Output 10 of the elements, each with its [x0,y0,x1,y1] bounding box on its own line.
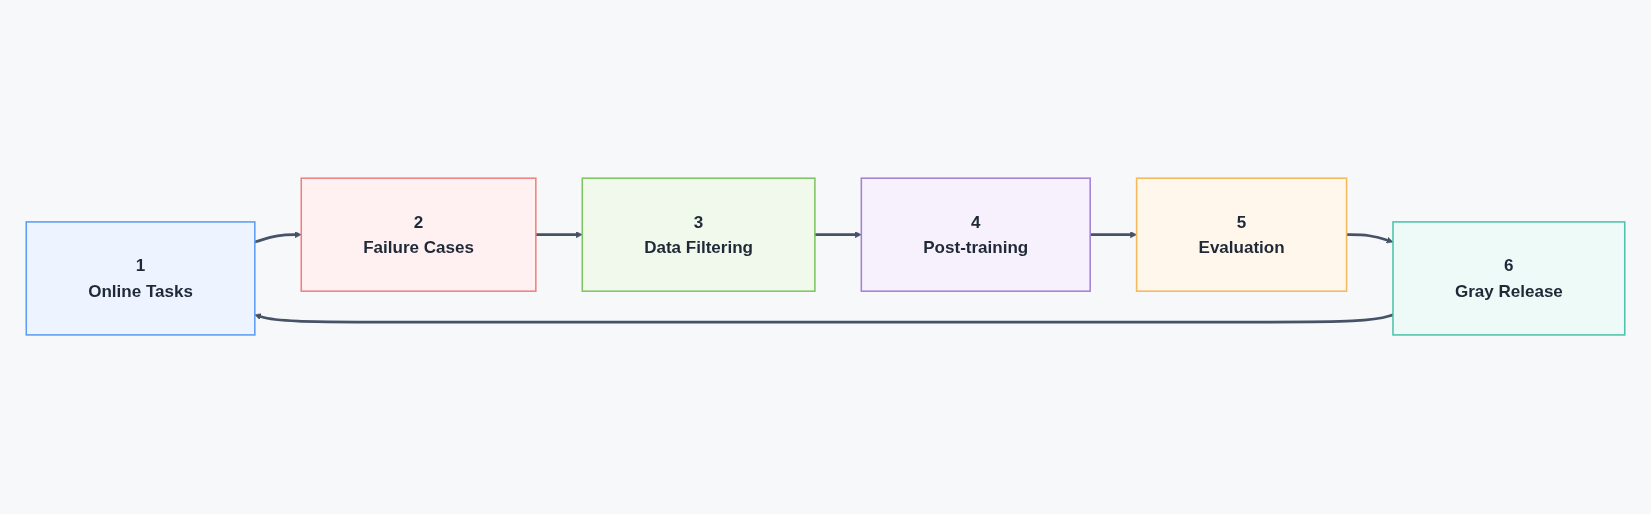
node-box: 2 Failure Cases [300,177,537,293]
node-box: 6 Gray Release [1392,221,1626,337]
arrow [1090,231,1137,239]
node-box: 3 Data Filtering [581,177,816,293]
arrow [535,231,583,239]
arrow [814,231,862,239]
node-box: 4 Post-training [860,177,1091,293]
arrow [254,231,302,244]
node-box: 1 Online Tasks [25,221,256,337]
node-box: 5 Evaluation [1135,177,1348,293]
